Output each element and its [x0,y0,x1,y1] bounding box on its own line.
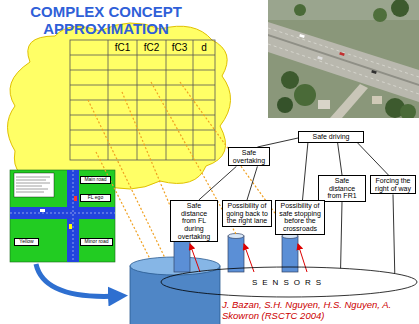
title: COMPLEX CONCEPT APPROXIMATION [18,3,194,37]
concept-box: Forcing the right of way [370,175,416,194]
flow-arrow [36,264,118,296]
table-header: fC1 [108,40,137,55]
concept-box: Safe driving [298,131,364,143]
simulator-screenshot [10,170,115,262]
map-label: Main road [80,176,111,184]
aerial-photo [268,0,419,118]
node-text: Safe overtaking [231,149,267,164]
node-text: Possibility of safe stopping before the … [278,202,322,233]
node-text: Minor road [82,239,111,245]
connector [303,143,308,200]
concept-box: Safe distance from FL during overtaking [170,200,218,242]
node-text: Possibility of going back to the right l… [225,202,269,225]
connector [199,166,237,200]
node-text: Yellow [16,239,37,245]
concept-box: Safe overtaking [228,147,270,166]
decision-table [70,40,215,160]
connector [257,138,298,147]
connector [357,143,388,175]
connector [393,194,395,273]
concept-box: Possibility of going back to the right l… [222,200,272,227]
concept-box: Safe distance from FR1 [318,175,366,202]
node-text: Safe distance from FR1 [321,177,363,200]
node-text: FL ego [82,195,109,201]
connector [338,143,342,175]
connector [341,202,342,268]
node-text: Forcing the right of way [373,177,413,192]
map-label: Yellow [14,238,39,246]
map-label: FL ego [80,194,111,202]
table-header: fC3 [166,40,193,55]
map-label: Minor road [80,238,113,246]
node-text: Main road [82,177,109,183]
mapping-line [88,82,290,259]
citation: J. Bazan, S.H. Nguyen, H.S. Nguyen, A. S… [222,299,416,321]
concept-box: Possibility of safe stopping before the … [275,200,325,235]
node-text: Safe driving [301,133,361,141]
table-header: d [193,40,215,55]
connector [247,166,257,200]
node-text: Safe distance from FL during overtaking [173,202,215,240]
table-header: fC2 [137,40,166,55]
node-text: SENSORS [252,278,326,287]
sensors-ellipse: SENSORS [160,266,418,298]
